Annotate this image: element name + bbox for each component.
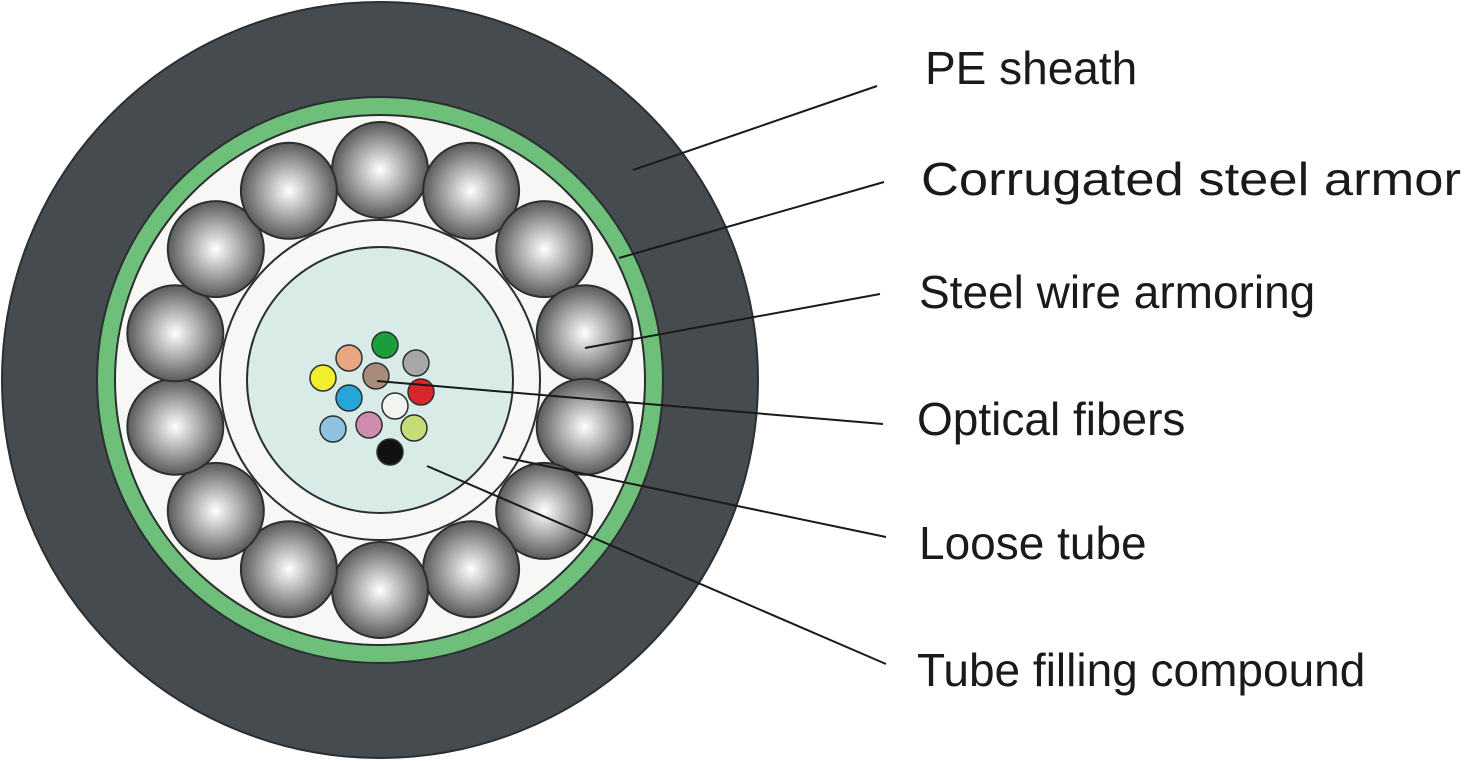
steel-wire-icon <box>422 141 521 240</box>
leader-line-steel-wire <box>584 293 881 349</box>
leader-line-optical-fibers <box>376 380 884 425</box>
steel-wire-icon <box>422 520 521 619</box>
label-corrugated-steel-armor: Corrugated steel armor <box>921 153 1461 205</box>
steel-wire-icon <box>166 200 265 299</box>
steel-wires-group <box>126 121 634 639</box>
optical-fibers-group <box>309 331 435 466</box>
steel-wire-icon <box>535 284 634 383</box>
leader-line-loose-tube <box>502 456 887 538</box>
label-pe-sheath: PE sheath <box>925 42 1137 94</box>
label-tube-filling-compound: Tube filling compound <box>917 644 1365 696</box>
optical-fiber-icon <box>319 415 347 443</box>
optical-fiber-icon <box>376 438 404 466</box>
steel-wire-icon <box>495 461 594 560</box>
steel-wire-icon <box>239 520 338 619</box>
steel-wire-icon <box>239 141 338 240</box>
steel-wire-icon <box>166 461 265 560</box>
label-steel-wire-armoring: Steel wire armoring <box>919 266 1315 318</box>
optical-fiber-icon <box>355 411 383 439</box>
steel-wire-icon <box>331 541 429 639</box>
steel-wire-icon <box>495 200 594 299</box>
label-optical-fibers: Optical fibers <box>917 393 1185 445</box>
optical-fiber-icon <box>381 392 409 420</box>
optical-fiber-icon <box>402 349 430 377</box>
leader-line-filling-compound <box>426 465 887 665</box>
steel-wire-icon <box>126 284 225 383</box>
leader-line-corrugated-armor <box>618 181 885 259</box>
steel-wire-icon <box>126 377 225 476</box>
leader-line-pe-sheath <box>632 85 878 171</box>
optical-fiber-icon <box>335 384 363 412</box>
optical-fiber-icon <box>335 344 363 372</box>
steel-wire-icon <box>535 377 634 476</box>
optical-fiber-icon <box>407 378 435 406</box>
optical-fiber-icon <box>362 362 390 390</box>
optical-fiber-icon <box>309 364 337 392</box>
optical-fiber-icon <box>371 331 399 359</box>
steel-wire-icon <box>331 121 429 219</box>
label-loose-tube: Loose tube <box>919 517 1147 569</box>
optical-fiber-icon <box>400 414 428 442</box>
